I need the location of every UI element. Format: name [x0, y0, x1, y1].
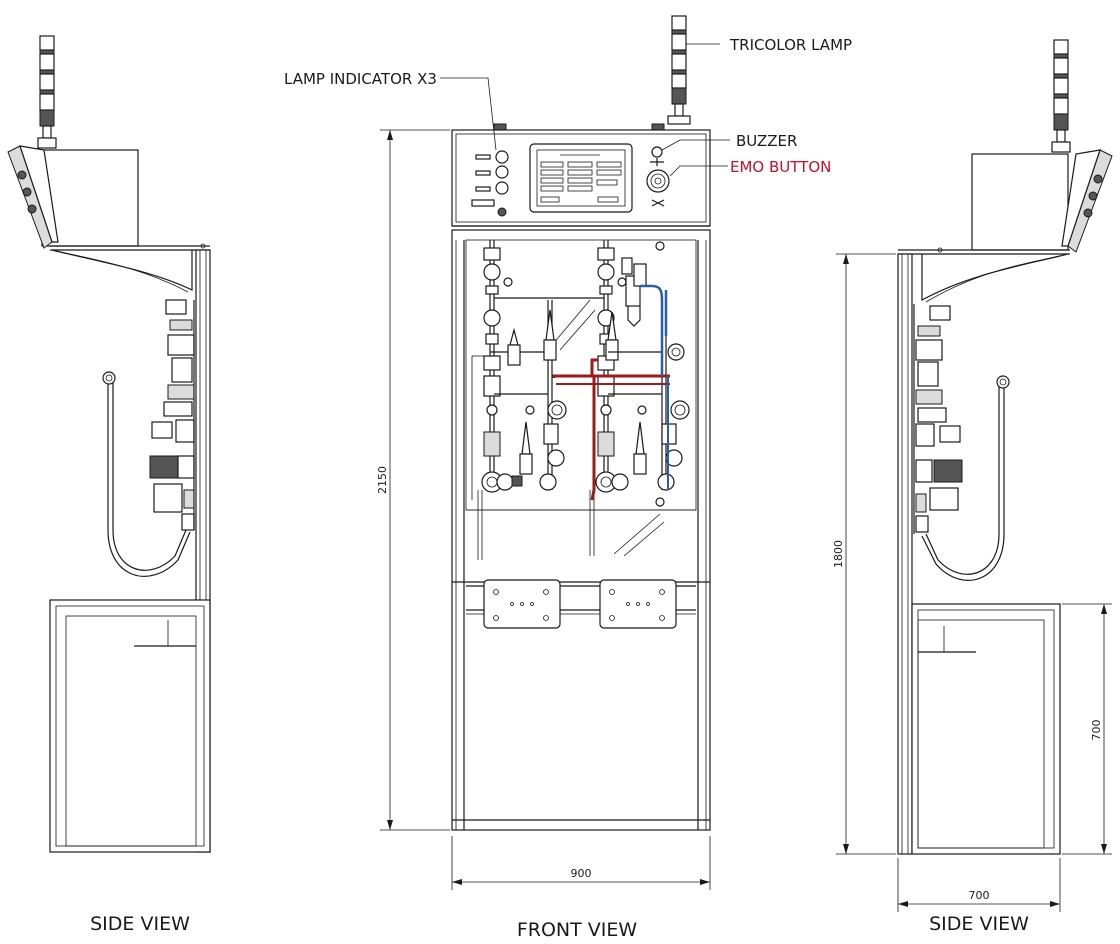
lamp-indicator-label: LAMP INDICATOR X3 — [284, 70, 437, 88]
mount-plate-left — [483, 579, 561, 629]
side-dimension-depth — [897, 858, 1061, 912]
tricolor-lamp-label: TRICOLOR LAMP — [729, 36, 852, 54]
mount-plate-right — [599, 579, 677, 629]
side-dimension-lower — [1062, 603, 1112, 855]
regulator-right — [605, 241, 690, 507]
left-side-view — [7, 35, 211, 853]
gas-stick-right — [589, 240, 627, 556]
front-width-value: 900 — [571, 867, 592, 880]
front-view-title: FRONT VIEW — [517, 919, 638, 941]
blue-pipe — [640, 284, 668, 376]
right-tricolor-lamp — [1051, 39, 1071, 153]
left-tricolor-lamp — [37, 35, 57, 149]
left-side-view-title: SIDE VIEW — [90, 913, 190, 935]
front-tricolor-lamp — [667, 15, 691, 125]
front-dimension-height — [380, 129, 450, 831]
buzzer-leader — [661, 139, 730, 151]
buzzer-label: BUZZER — [736, 132, 797, 150]
hmi-touchscreen — [529, 143, 633, 213]
right-side-view — [836, 39, 1113, 912]
purge-line — [621, 257, 647, 327]
red-pipe — [552, 358, 670, 501]
side-lower-height-value: 700 — [1090, 720, 1103, 741]
side-depth-value: 700 — [969, 889, 990, 902]
regulator-left — [496, 300, 567, 491]
side-dimension-height — [836, 253, 896, 855]
front-height-value: 2150 — [376, 466, 389, 494]
side-height-value: 1800 — [832, 540, 845, 568]
right-side-valves — [913, 304, 963, 534]
emo-button-label: EMO BUTTON — [730, 158, 831, 176]
lamp-indicator-leader — [440, 77, 497, 151]
lamp-indicators — [471, 150, 509, 217]
gas-stick-left — [471, 240, 513, 560]
front-view — [380, 15, 730, 890]
right-side-view-title: SIDE VIEW — [929, 913, 1029, 935]
left-side-valves — [149, 299, 195, 531]
emo-button-leader — [669, 165, 728, 177]
front-dimension-width — [451, 836, 711, 890]
